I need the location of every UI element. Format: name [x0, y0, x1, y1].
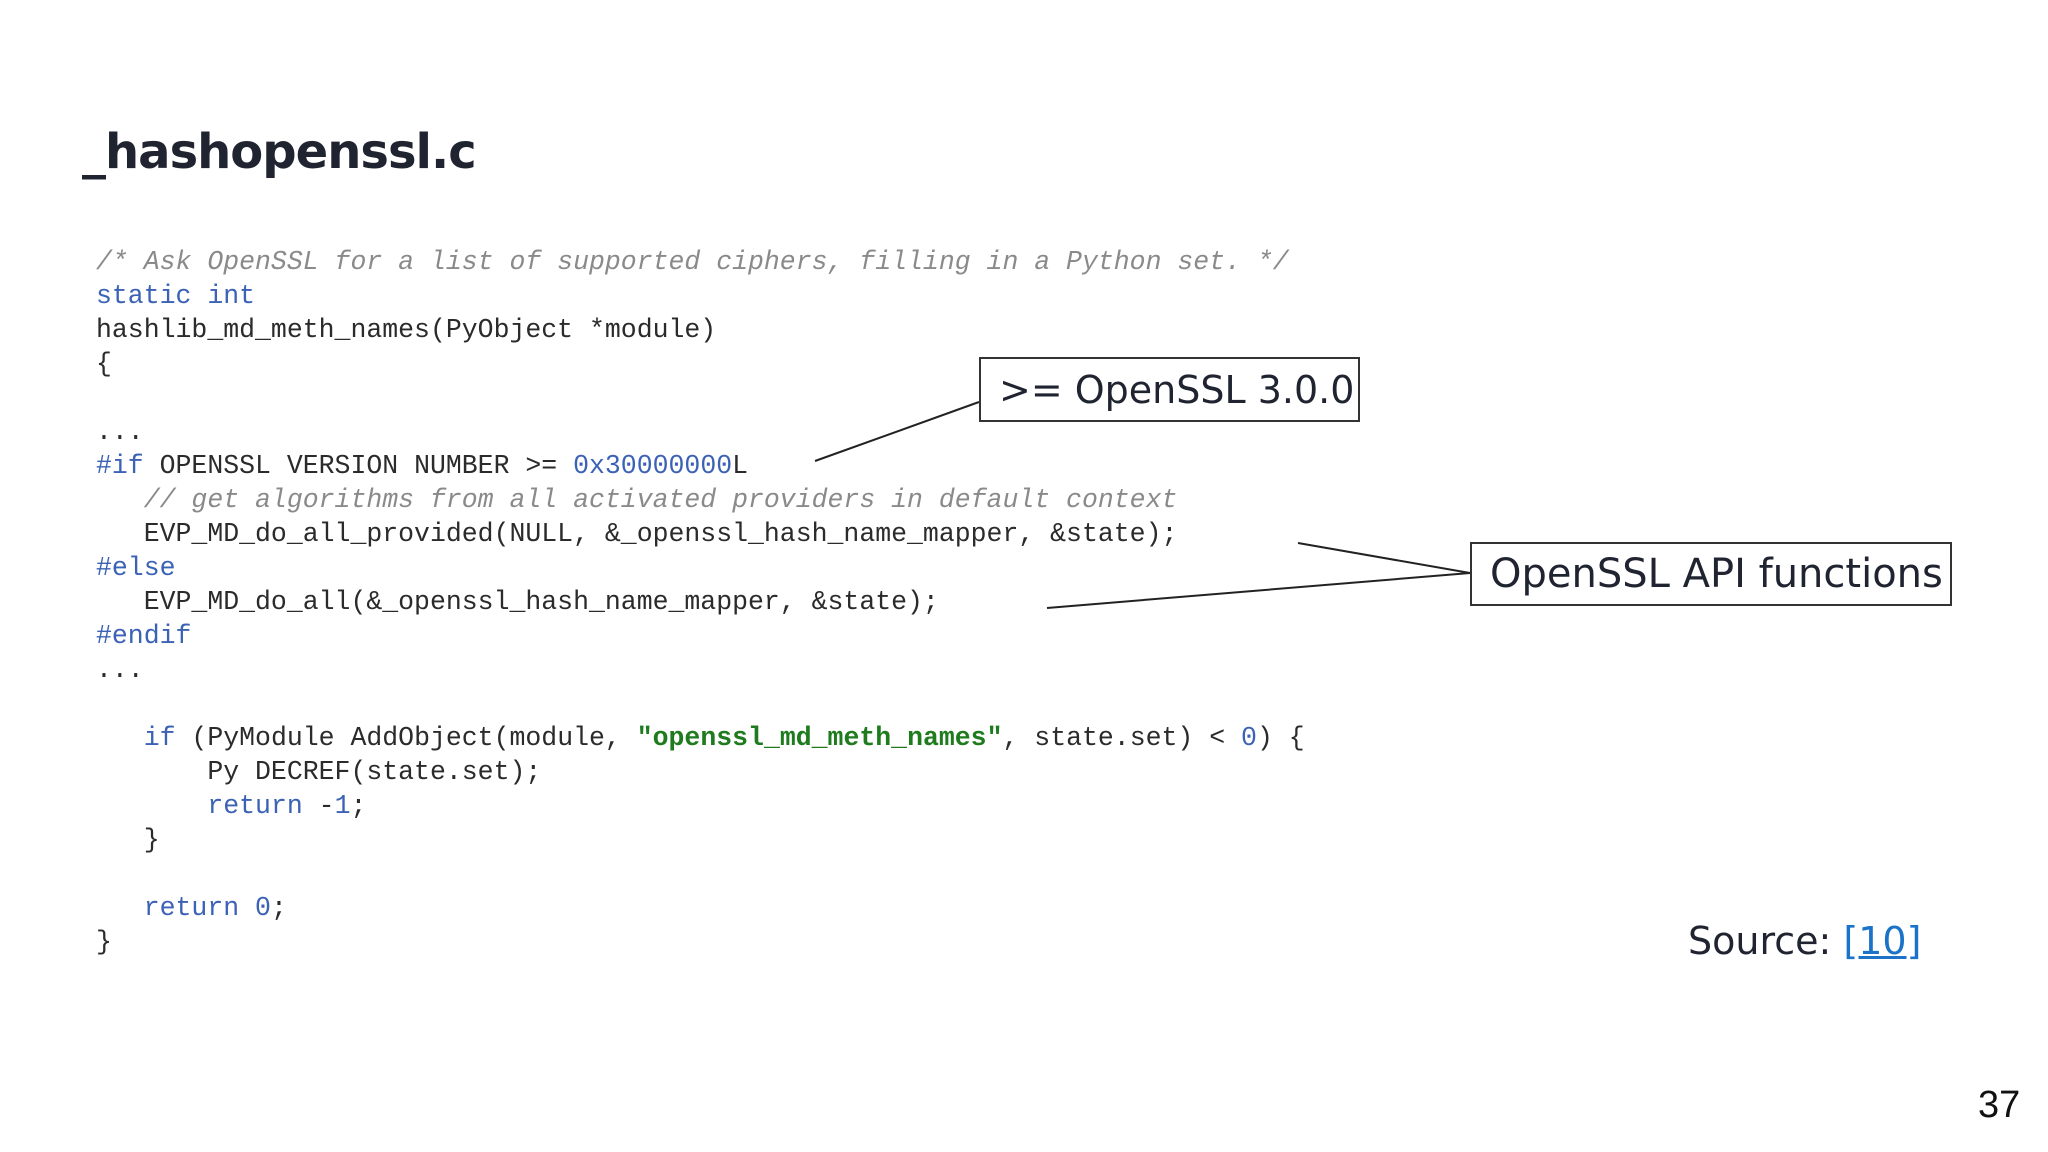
code-token-plain: OPENSSL VERSION NUMBER >=	[143, 451, 574, 481]
code-token-string: "openssl_md_meth_names"	[636, 723, 1003, 753]
code-token-plain: Py DECREF(state.set);	[96, 757, 542, 787]
code-line: /* Ask OpenSSL for a list of supported c…	[96, 245, 1305, 279]
code-line: if (PyModule AddObject(module, "openssl_…	[96, 721, 1305, 755]
code-token-plain: ...	[96, 655, 144, 685]
code-line	[96, 857, 1305, 891]
code-token-keyword: return	[143, 893, 240, 923]
code-token-keyword: return	[207, 791, 303, 821]
callout-api-functions: OpenSSL API functions	[1470, 542, 1952, 606]
source-link[interactable]: [10]	[1843, 919, 1922, 963]
code-token-plain: }	[96, 825, 160, 855]
code-token-plain: {	[96, 349, 112, 379]
code-line: return 0;	[96, 891, 1305, 925]
callout-api-functions-text: OpenSSL API functions	[1490, 551, 1943, 597]
code-token-comment: /* Ask OpenSSL for a list of supported c…	[96, 247, 1289, 277]
code-token-plain	[239, 893, 255, 923]
code-token-plain	[96, 723, 144, 753]
code-token-plain: ;	[270, 893, 287, 923]
code-line: }	[96, 823, 1305, 857]
code-line	[96, 687, 1305, 721]
code-line: EVP_MD_do_all(&_openssl_hash_name_mapper…	[96, 585, 1305, 619]
code-line: }	[96, 925, 1305, 959]
code-line: hashlib_md_meth_names(PyObject *module)	[96, 313, 1305, 347]
code-token-plain: ) {	[1256, 723, 1305, 753]
api-connector-line-provided	[1297, 542, 1471, 574]
callout-openssl-version-text: >= OpenSSL 3.0.0	[999, 367, 1355, 412]
code-token-plain: , state.set) <	[1002, 723, 1242, 753]
code-token-plain: (PyModule AddObject(module,	[175, 723, 637, 753]
code-token-plain: EVP_MD_do_all_provided(NULL, &_openssl_h…	[96, 519, 1178, 549]
code-line: EVP_MD_do_all_provided(NULL, &_openssl_h…	[96, 517, 1305, 551]
code-line: ...	[96, 415, 1305, 449]
code-token-number: 0x30000000	[573, 451, 733, 481]
code-token-number: 0	[255, 893, 271, 923]
code-line: static int	[96, 279, 1305, 313]
code-line: Py DECREF(state.set);	[96, 755, 1305, 789]
page-number: 37	[1978, 1084, 2021, 1126]
code-token-keyword: static int	[96, 281, 256, 311]
code-token-number: 0	[1241, 723, 1257, 753]
code-token-plain: -	[302, 791, 335, 821]
code-line: #if OPENSSL VERSION NUMBER >= 0x30000000…	[96, 449, 1305, 483]
code-token-number: 1	[334, 791, 351, 821]
code-token-keyword: if	[143, 723, 176, 753]
code-line: // get algorithms from all activated pro…	[96, 483, 1305, 517]
code-token-keyword: #if	[96, 451, 144, 481]
code-token-plain: ...	[96, 417, 144, 447]
code-line: return -1;	[96, 789, 1305, 823]
code-line: {	[96, 347, 1305, 381]
code-line: #else	[96, 551, 1305, 585]
source-label: Source:	[1688, 919, 1844, 963]
code-listing: /* Ask OpenSSL for a list of supported c…	[96, 245, 1305, 959]
source-citation: Source: [10]	[1688, 922, 1921, 960]
code-line: #endif	[96, 619, 1305, 653]
code-token-plain: L	[732, 451, 749, 481]
code-token-plain: hashlib_md_meth_names(PyObject *module)	[96, 315, 717, 345]
code-token-plain: }	[96, 927, 112, 957]
code-token-plain: ;	[350, 791, 367, 821]
code-token-comment: // get algorithms from all activated pro…	[96, 485, 1178, 515]
code-token-plain: EVP_MD_do_all(&_openssl_hash_name_mapper…	[96, 587, 939, 617]
code-token-keyword: #else	[96, 553, 176, 583]
callout-openssl-version: >= OpenSSL 3.0.0	[979, 357, 1360, 422]
slide-title: _hashopenssl.c	[82, 124, 477, 180]
code-token-keyword: #endif	[96, 621, 192, 651]
code-line: ...	[96, 653, 1305, 687]
code-token-plain	[96, 791, 207, 821]
code-token-plain	[96, 893, 144, 923]
